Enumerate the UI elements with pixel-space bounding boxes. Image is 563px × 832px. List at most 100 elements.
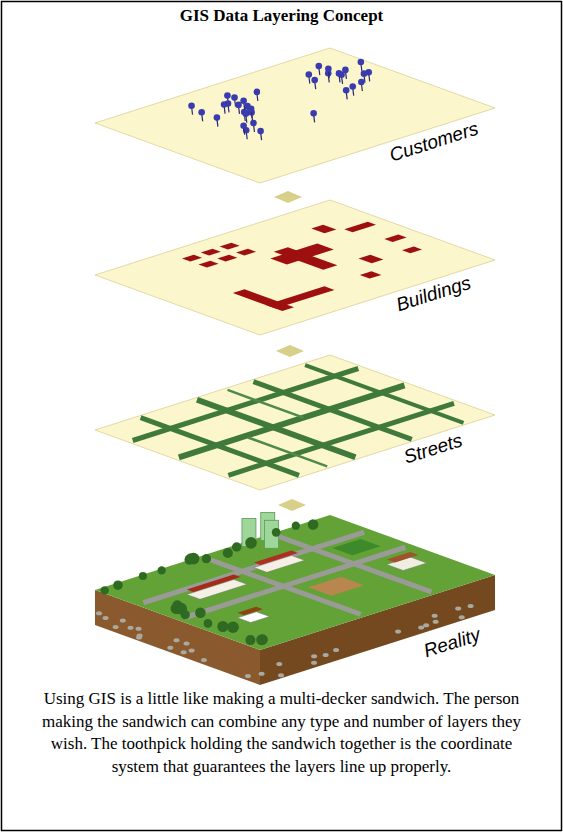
customer-pin	[243, 110, 250, 117]
tree	[171, 603, 183, 615]
house-roof	[254, 551, 298, 565]
building-footprint	[182, 255, 202, 262]
stone	[259, 672, 265, 676]
customer-pin	[316, 63, 323, 70]
customer-pin	[336, 70, 343, 77]
stone	[323, 653, 329, 657]
building-footprint	[402, 247, 422, 254]
diagram-title: GIS Data Layering Concept	[0, 6, 563, 26]
customer-pin	[343, 87, 350, 94]
stone	[276, 662, 282, 666]
tree	[181, 610, 190, 619]
layer-plane	[95, 355, 495, 490]
ground-surface	[95, 515, 495, 650]
stone	[418, 625, 424, 629]
customer-pin	[240, 122, 247, 129]
customer-pin	[358, 79, 365, 86]
stone	[113, 625, 119, 629]
building-footprint	[220, 243, 240, 250]
customer-pin	[250, 120, 257, 127]
stone	[311, 661, 317, 665]
stone	[183, 642, 189, 646]
building-footprint	[217, 255, 237, 262]
tree	[272, 528, 281, 537]
diagram-caption: Using GIS is a little like making a mult…	[30, 688, 533, 778]
road	[185, 547, 406, 618]
customer-pin	[310, 110, 317, 117]
street-line	[248, 438, 327, 467]
customer-pin	[221, 101, 228, 108]
toothpick-marker	[278, 499, 306, 511]
tree	[227, 621, 239, 633]
customer-pin	[305, 71, 312, 78]
stone	[181, 650, 187, 654]
stone	[245, 674, 251, 678]
building-footprint	[266, 286, 335, 308]
stone	[136, 635, 142, 639]
street-line	[133, 369, 359, 441]
street-line	[179, 385, 405, 457]
stone	[278, 673, 284, 677]
stone	[455, 607, 461, 611]
stone	[103, 616, 109, 620]
tree	[232, 542, 242, 552]
road	[143, 532, 364, 603]
building-footprint	[311, 225, 336, 234]
building-footprint	[344, 222, 376, 233]
customer-pin	[188, 102, 195, 109]
customer-pin	[235, 102, 242, 109]
customer-pin	[214, 114, 221, 121]
customer-pin	[257, 128, 264, 135]
house-roof	[387, 552, 419, 563]
reality-block	[95, 513, 495, 686]
building-footprint	[359, 255, 384, 263]
customer-pin	[198, 109, 205, 116]
buildings-layer	[95, 200, 495, 335]
customer-pin	[254, 89, 261, 96]
stone	[96, 611, 102, 615]
stone	[433, 620, 439, 624]
building-footprint	[236, 249, 256, 256]
tree	[308, 519, 319, 530]
stone	[459, 615, 465, 619]
tree	[217, 621, 228, 632]
tree	[292, 522, 300, 530]
customer-pin	[240, 97, 247, 104]
building-footprint	[274, 247, 338, 269]
layer-plane	[95, 48, 495, 183]
stone	[189, 648, 195, 652]
customer-pin	[358, 59, 365, 66]
building-footprint	[360, 271, 382, 278]
customer-pin	[224, 92, 231, 99]
customer-pin	[361, 70, 368, 77]
building-footprint	[384, 235, 406, 243]
tree	[223, 548, 233, 558]
layer-plane	[95, 200, 495, 335]
tree	[188, 553, 200, 565]
house-roof	[238, 607, 263, 615]
tree	[113, 580, 122, 589]
stone	[167, 646, 173, 650]
stone	[201, 658, 207, 662]
customer-pin	[325, 65, 332, 72]
stone	[128, 626, 134, 630]
tree	[245, 635, 255, 645]
customer-pin	[248, 106, 255, 113]
building-footprint	[199, 261, 219, 268]
tree	[204, 619, 213, 628]
stone	[174, 638, 180, 642]
ball-field	[308, 577, 364, 596]
stone	[395, 630, 401, 634]
customer-pin	[311, 77, 318, 84]
stone	[468, 604, 474, 608]
customer-pin	[231, 94, 238, 101]
toothpick-marker	[276, 345, 304, 357]
house-roof	[187, 575, 241, 592]
customer-pin	[349, 83, 356, 90]
customers-layer	[95, 48, 495, 183]
tree	[202, 554, 211, 563]
building-footprint	[201, 249, 221, 256]
field-grass	[333, 539, 381, 555]
